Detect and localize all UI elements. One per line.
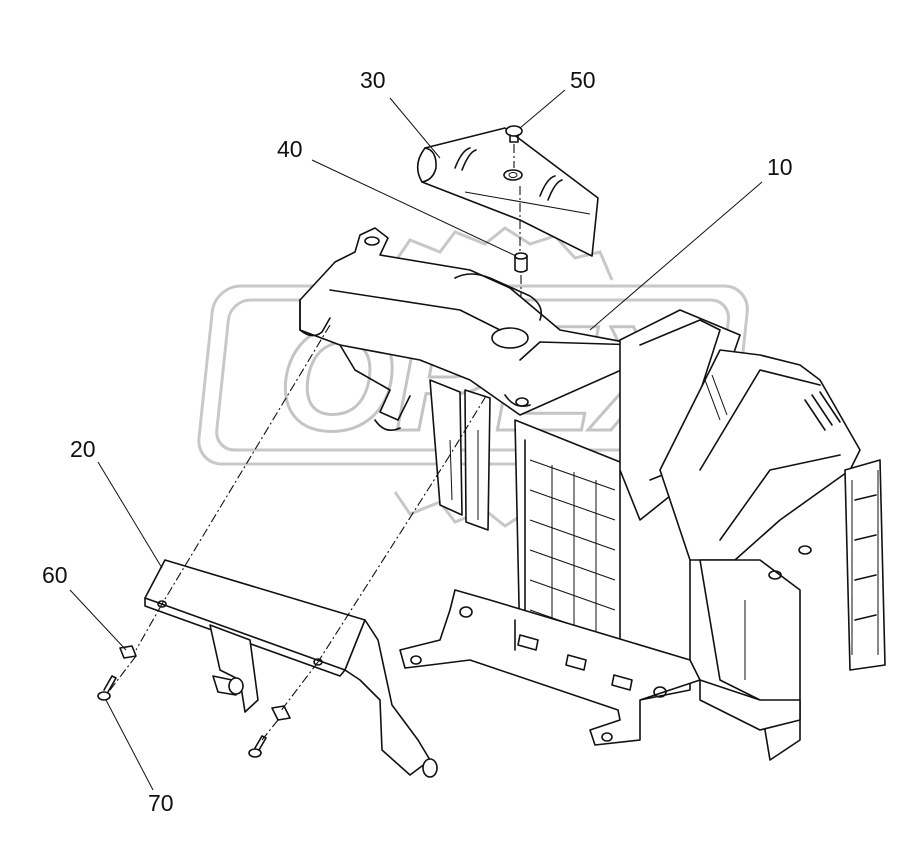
callout-50: 50 xyxy=(570,67,596,93)
callout-10: 10 xyxy=(767,154,793,180)
callout-30: 30 xyxy=(360,67,386,93)
part-50-screw xyxy=(505,125,523,168)
part-60-clips xyxy=(119,645,291,721)
part-40-standoff xyxy=(514,186,528,300)
part-20-bracket xyxy=(144,559,438,778)
callout-60: 60 xyxy=(42,562,68,588)
callout-70: 70 xyxy=(148,790,174,816)
part-10-frame-assembly xyxy=(299,227,886,761)
callout-20: 20 xyxy=(70,436,96,462)
part-30-cover xyxy=(416,127,599,257)
alignment-lines xyxy=(109,324,487,741)
leader-lines xyxy=(69,89,763,791)
callout-40: 40 xyxy=(277,136,303,162)
